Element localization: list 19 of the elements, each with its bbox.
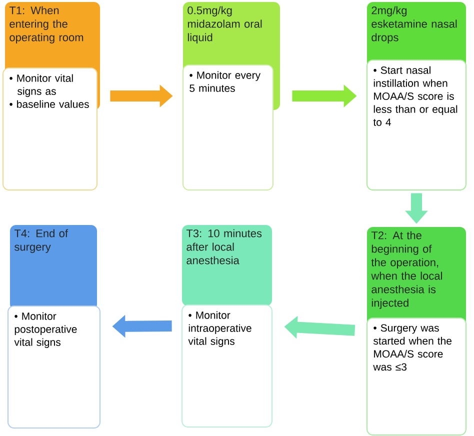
bullet-text: • Monitor intraoperative vital signs <box>188 311 252 347</box>
stage-box <box>182 225 272 428</box>
stage-box <box>366 227 466 436</box>
stage-box <box>2 2 100 190</box>
stage-box <box>366 2 466 190</box>
bullet-text: • Surgery was started when the MOAA/S score was ≤3 <box>373 324 452 371</box>
heading-text: T1: When entering the operating room <box>9 6 84 44</box>
heading-text: 2mg/kg esketamine nasal drops <box>372 6 457 44</box>
bullet-text: • Monitor postoperative vital signs <box>14 312 77 348</box>
stage-box <box>8 225 100 428</box>
heading-text: 0.5mg/kg midazolam oral liquid <box>188 6 262 44</box>
bullet-text: • Start nasal instillation when MOAA/S score is less than or equal to 4 <box>373 66 458 126</box>
bullet-text: • Monitor vital signs as <box>10 74 73 97</box>
stage-box <box>182 2 280 190</box>
bullet-text: • Monitor every 5 minutes <box>190 71 261 92</box>
heading-text: T4: End of surgery <box>14 229 68 253</box>
heading-text: T3: 10 minutes after local anesthesia <box>186 229 262 264</box>
bullet-text: • baseline values <box>10 100 89 108</box>
heading-text: T2: At the beginning of the operation, when the local anesthesia is injected <box>371 231 442 309</box>
